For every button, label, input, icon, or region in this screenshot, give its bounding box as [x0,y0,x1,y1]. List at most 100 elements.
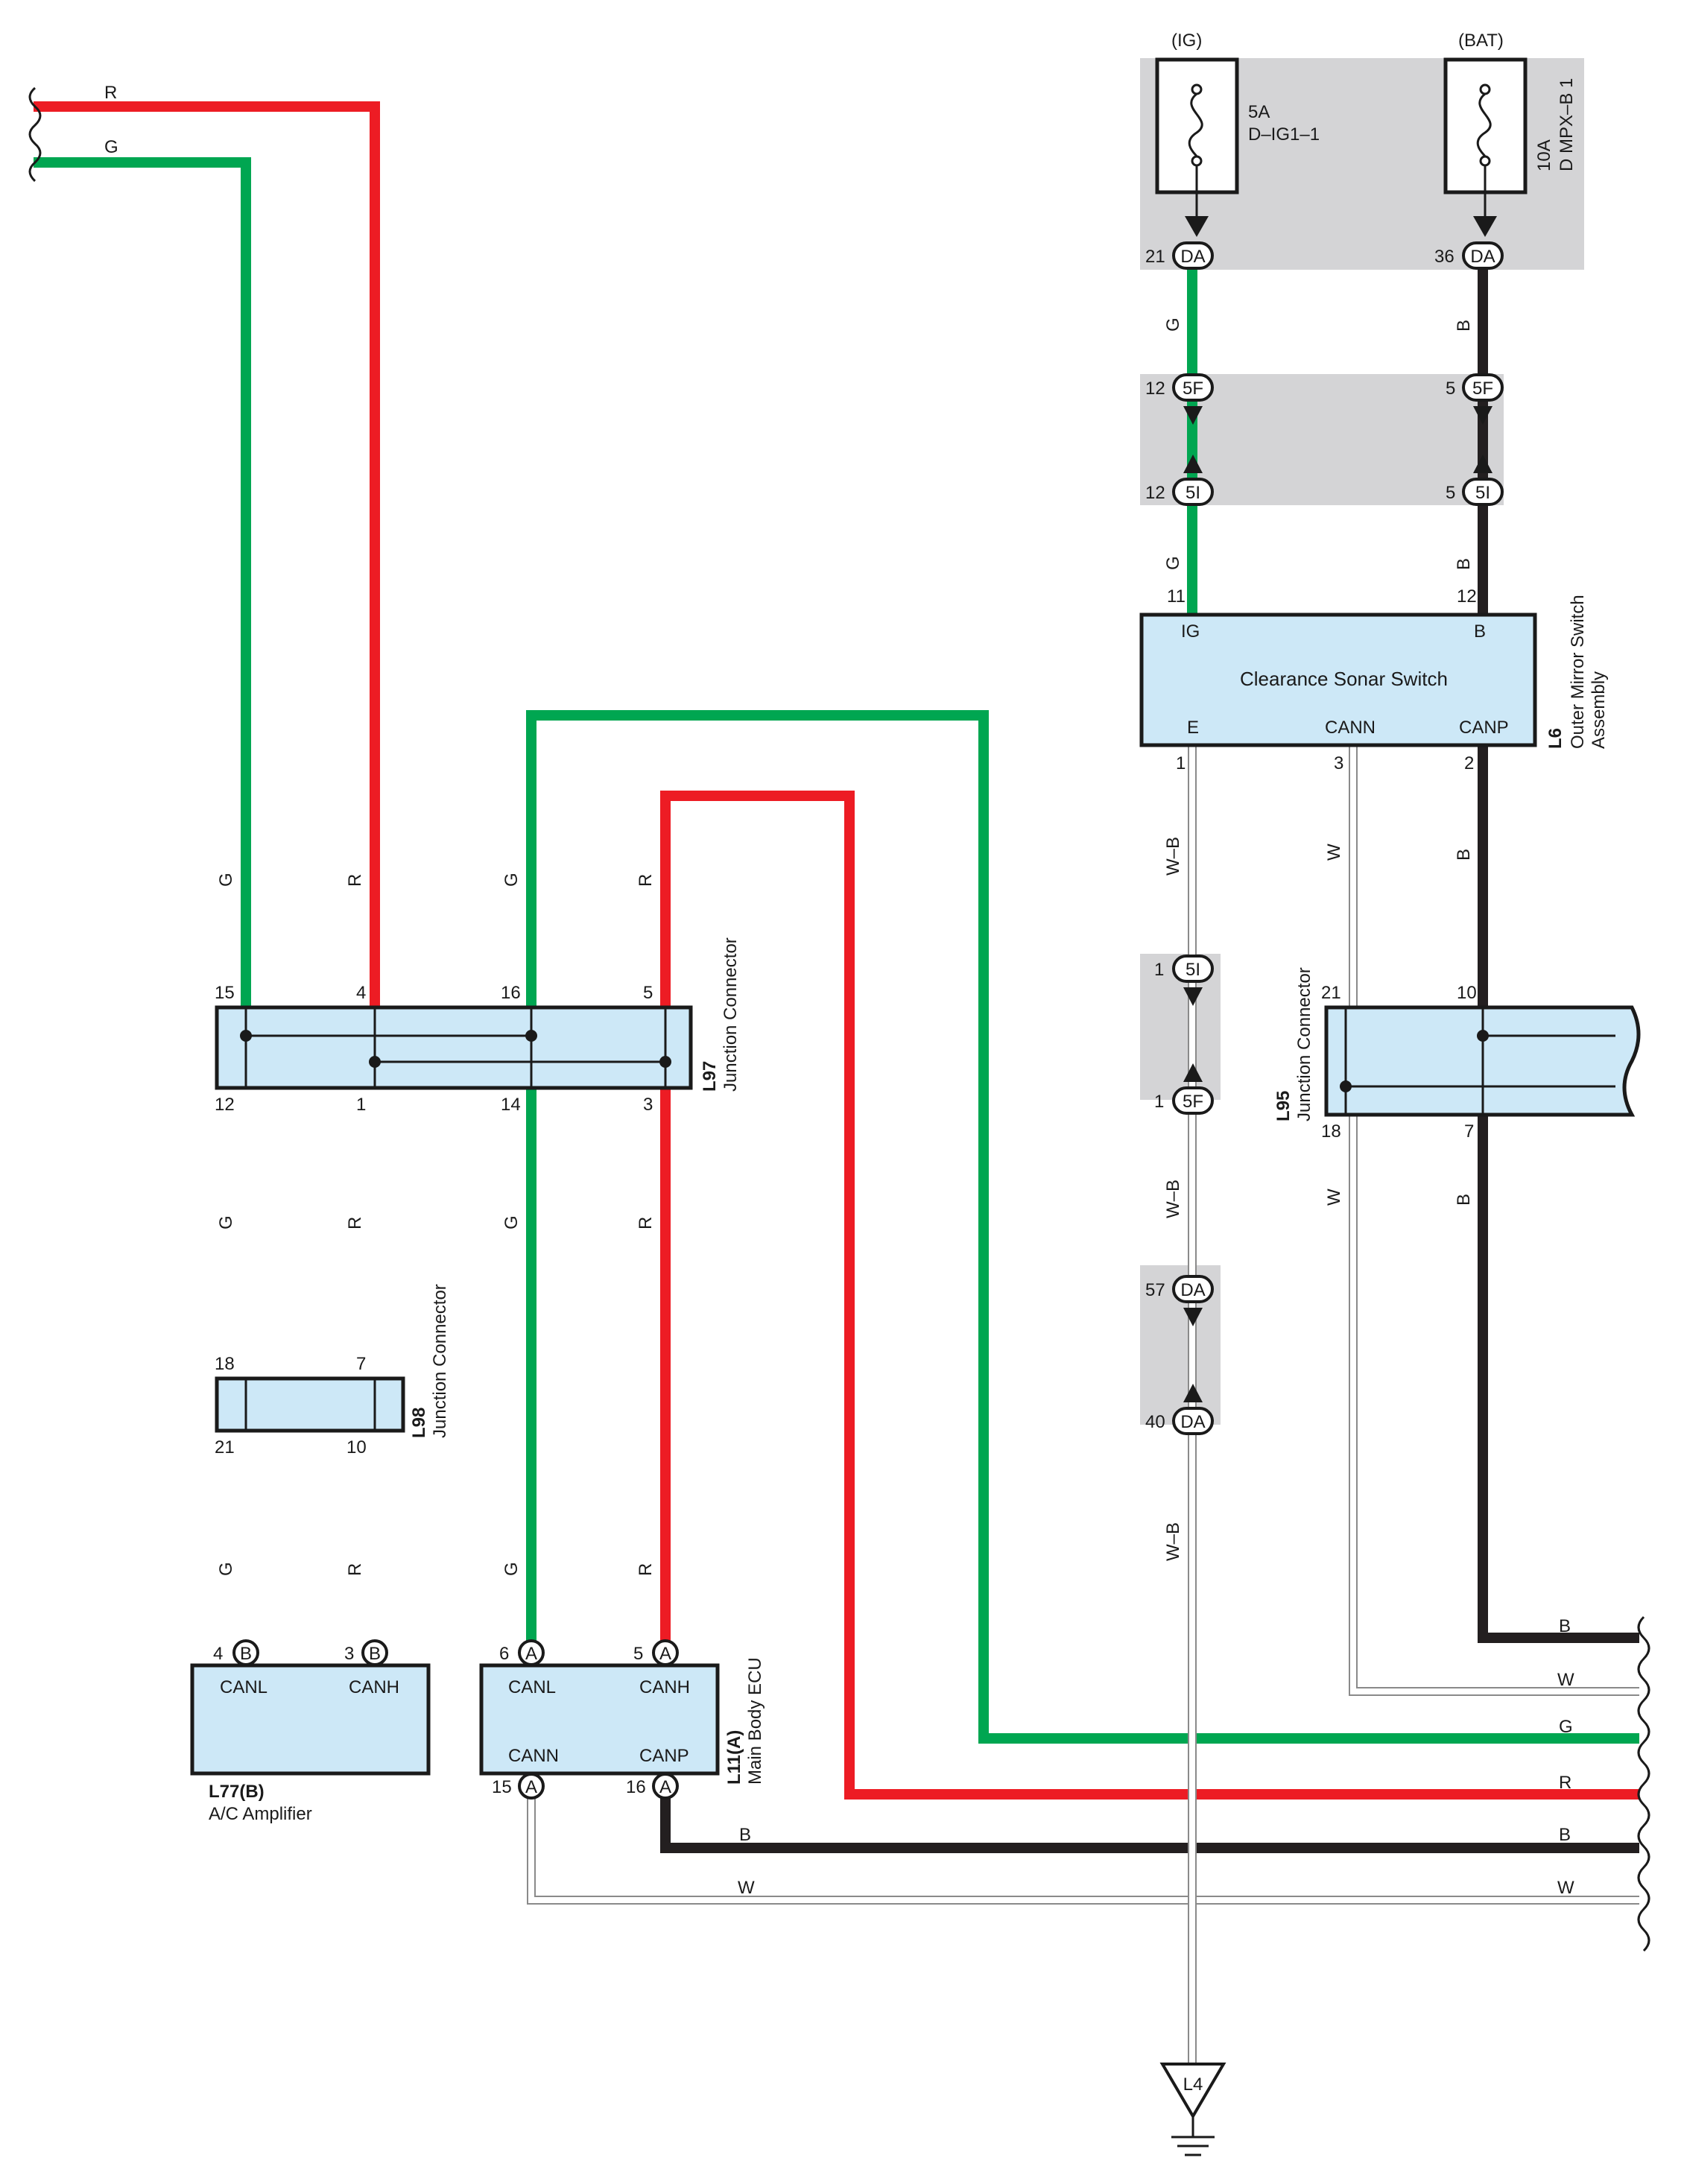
pin-l11-16: 16 [626,1777,646,1797]
l77-terminal-canl: CANL [220,1677,268,1697]
fuse-bat [1443,57,1528,237]
wire-label-b-ecu: B [739,1825,751,1845]
wire-label-r-2: R [636,874,656,887]
connector-da-36: DA [1462,241,1504,270]
l11-desc: Main Body ECU [745,1657,765,1785]
ground-symbol [1159,2063,1226,2156]
svg-text:5I: 5I [1475,483,1490,503]
pin-l98-21: 21 [215,1437,235,1457]
wire-label-g-2: G [501,873,522,887]
wire-label-b-canp-2: B [1454,1194,1474,1206]
pin-l97-3: 3 [643,1095,653,1115]
pin-da-21: 21 [1145,247,1165,267]
wire-label-r-top: R [104,83,117,103]
wire-label-w-2: W [1324,1188,1344,1206]
wire-label-r-1: R [345,874,365,887]
l11-main-body-ecu-box [479,1663,720,1776]
wire-label-r-3: R [345,1217,365,1229]
arrow-pair-bat [1473,406,1493,473]
svg-text:B: B [240,1644,252,1664]
pin-l97-1: 1 [356,1095,366,1115]
pin-l97-16: 16 [501,983,521,1003]
fuse-ig-source: (IG) [1171,31,1202,51]
l97-code: L97 [700,1061,720,1092]
pin-sw-2: 2 [1464,753,1474,773]
pin-l95-10: 10 [1457,983,1477,1003]
pin-l77-3: 3 [344,1644,354,1664]
l98-code: L98 [409,1408,429,1438]
wire-black-l11-canp [660,1786,1639,1853]
l95-code: L95 [1273,1091,1294,1121]
svg-text:DA: DA [1180,1280,1205,1300]
l97-junction-connector [215,1005,693,1090]
wire-label-w-ecu: W [738,1878,755,1898]
l77-desc: A/C Amplifier [209,1804,312,1824]
svg-text:A: A [659,1644,671,1664]
wire-label-wb-2: W–B [1163,1180,1183,1218]
wire-label-r-4: R [636,1217,656,1229]
svg-text:DA: DA [1180,247,1205,267]
connector-5f-12: 5F [1172,373,1214,402]
connector-l77-b-4: B [232,1639,259,1666]
l11-terminal-canp: CANP [639,1746,689,1766]
connector-5i-1: 5I [1172,955,1214,983]
switch-terminal-ig: IG [1181,621,1200,642]
l95-desc: Junction Connector [1294,967,1314,1121]
connector-l11-a-16: A [652,1773,679,1800]
wire-label-g-ig-2: G [1163,556,1183,570]
svg-text:5I: 5I [1186,960,1200,980]
connector-5i-12: 5I [1172,478,1214,506]
connector-5f-5: 5F [1462,373,1504,402]
wire-label-g-4: G [501,1215,522,1229]
l77-terminal-canh: CANH [349,1677,399,1697]
pin-5f-12: 12 [1145,379,1165,399]
pin-l97-15: 15 [215,983,235,1003]
wire-red-l97-loop [660,791,1639,1800]
wire-label-r-right: R [1559,1773,1571,1793]
l95-junction-connector [1324,1005,1641,1117]
wire-label-w-right-2: W [1557,1878,1574,1898]
connector-da-21: DA [1172,241,1214,270]
wire-label-b-right-2: B [1559,1825,1571,1845]
wire-label-wb-3: W–B [1163,1522,1183,1561]
l11-terminal-cann: CANN [508,1746,559,1766]
wire-label-g-3: G [216,1215,236,1229]
pin-5f-1: 1 [1154,1092,1164,1112]
pin-l97-4: 4 [356,983,366,1003]
pin-da-36: 36 [1434,247,1454,267]
connector-l11-a-6: A [518,1639,545,1666]
fuse-bat-source: (BAT) [1458,31,1504,51]
switch-terminal-e: E [1187,718,1199,738]
connector-5f-1: 5F [1172,1086,1214,1115]
svg-text:A: A [525,1644,537,1664]
ground-label: L4 [1183,2074,1203,2095]
pin-l11-6: 6 [499,1644,509,1664]
wire-label-r-6: R [636,1563,656,1576]
svg-text:5F: 5F [1472,379,1493,399]
svg-text:5F: 5F [1183,1092,1203,1112]
l77-code: L77(B) [209,1782,265,1802]
wire-green-l97-loop [526,710,1639,1744]
wire-white-cann-outline [1349,745,1639,1696]
fuse-bat-rating: 10A [1534,139,1554,171]
wire-label-b-bat-1: B [1454,320,1474,332]
switch-desc-2: Assembly [1589,671,1609,749]
pin-sw-3: 3 [1334,753,1343,773]
pin-l98-7: 7 [356,1354,366,1374]
svg-text:5I: 5I [1186,483,1200,503]
pin-l11-15: 15 [492,1777,512,1797]
arrow-pair-wb-2 [1183,1308,1203,1402]
switch-terminal-b: B [1474,621,1486,642]
wire-label-wb-1: W–B [1163,837,1183,876]
connector-da-57: DA [1172,1275,1214,1303]
l11-terminal-canl: CANL [508,1677,556,1697]
pin-5f-5: 5 [1446,379,1455,399]
wire-label-b-bat-2: B [1454,558,1474,570]
switch-code: L6 [1545,728,1566,749]
arrow-pair-ig [1183,406,1203,473]
pin-5i-1: 1 [1154,960,1164,980]
wire-label-b-canp-1: B [1454,849,1474,861]
pin-da-57: 57 [1145,1280,1165,1300]
pin-l95-21: 21 [1321,983,1341,1003]
